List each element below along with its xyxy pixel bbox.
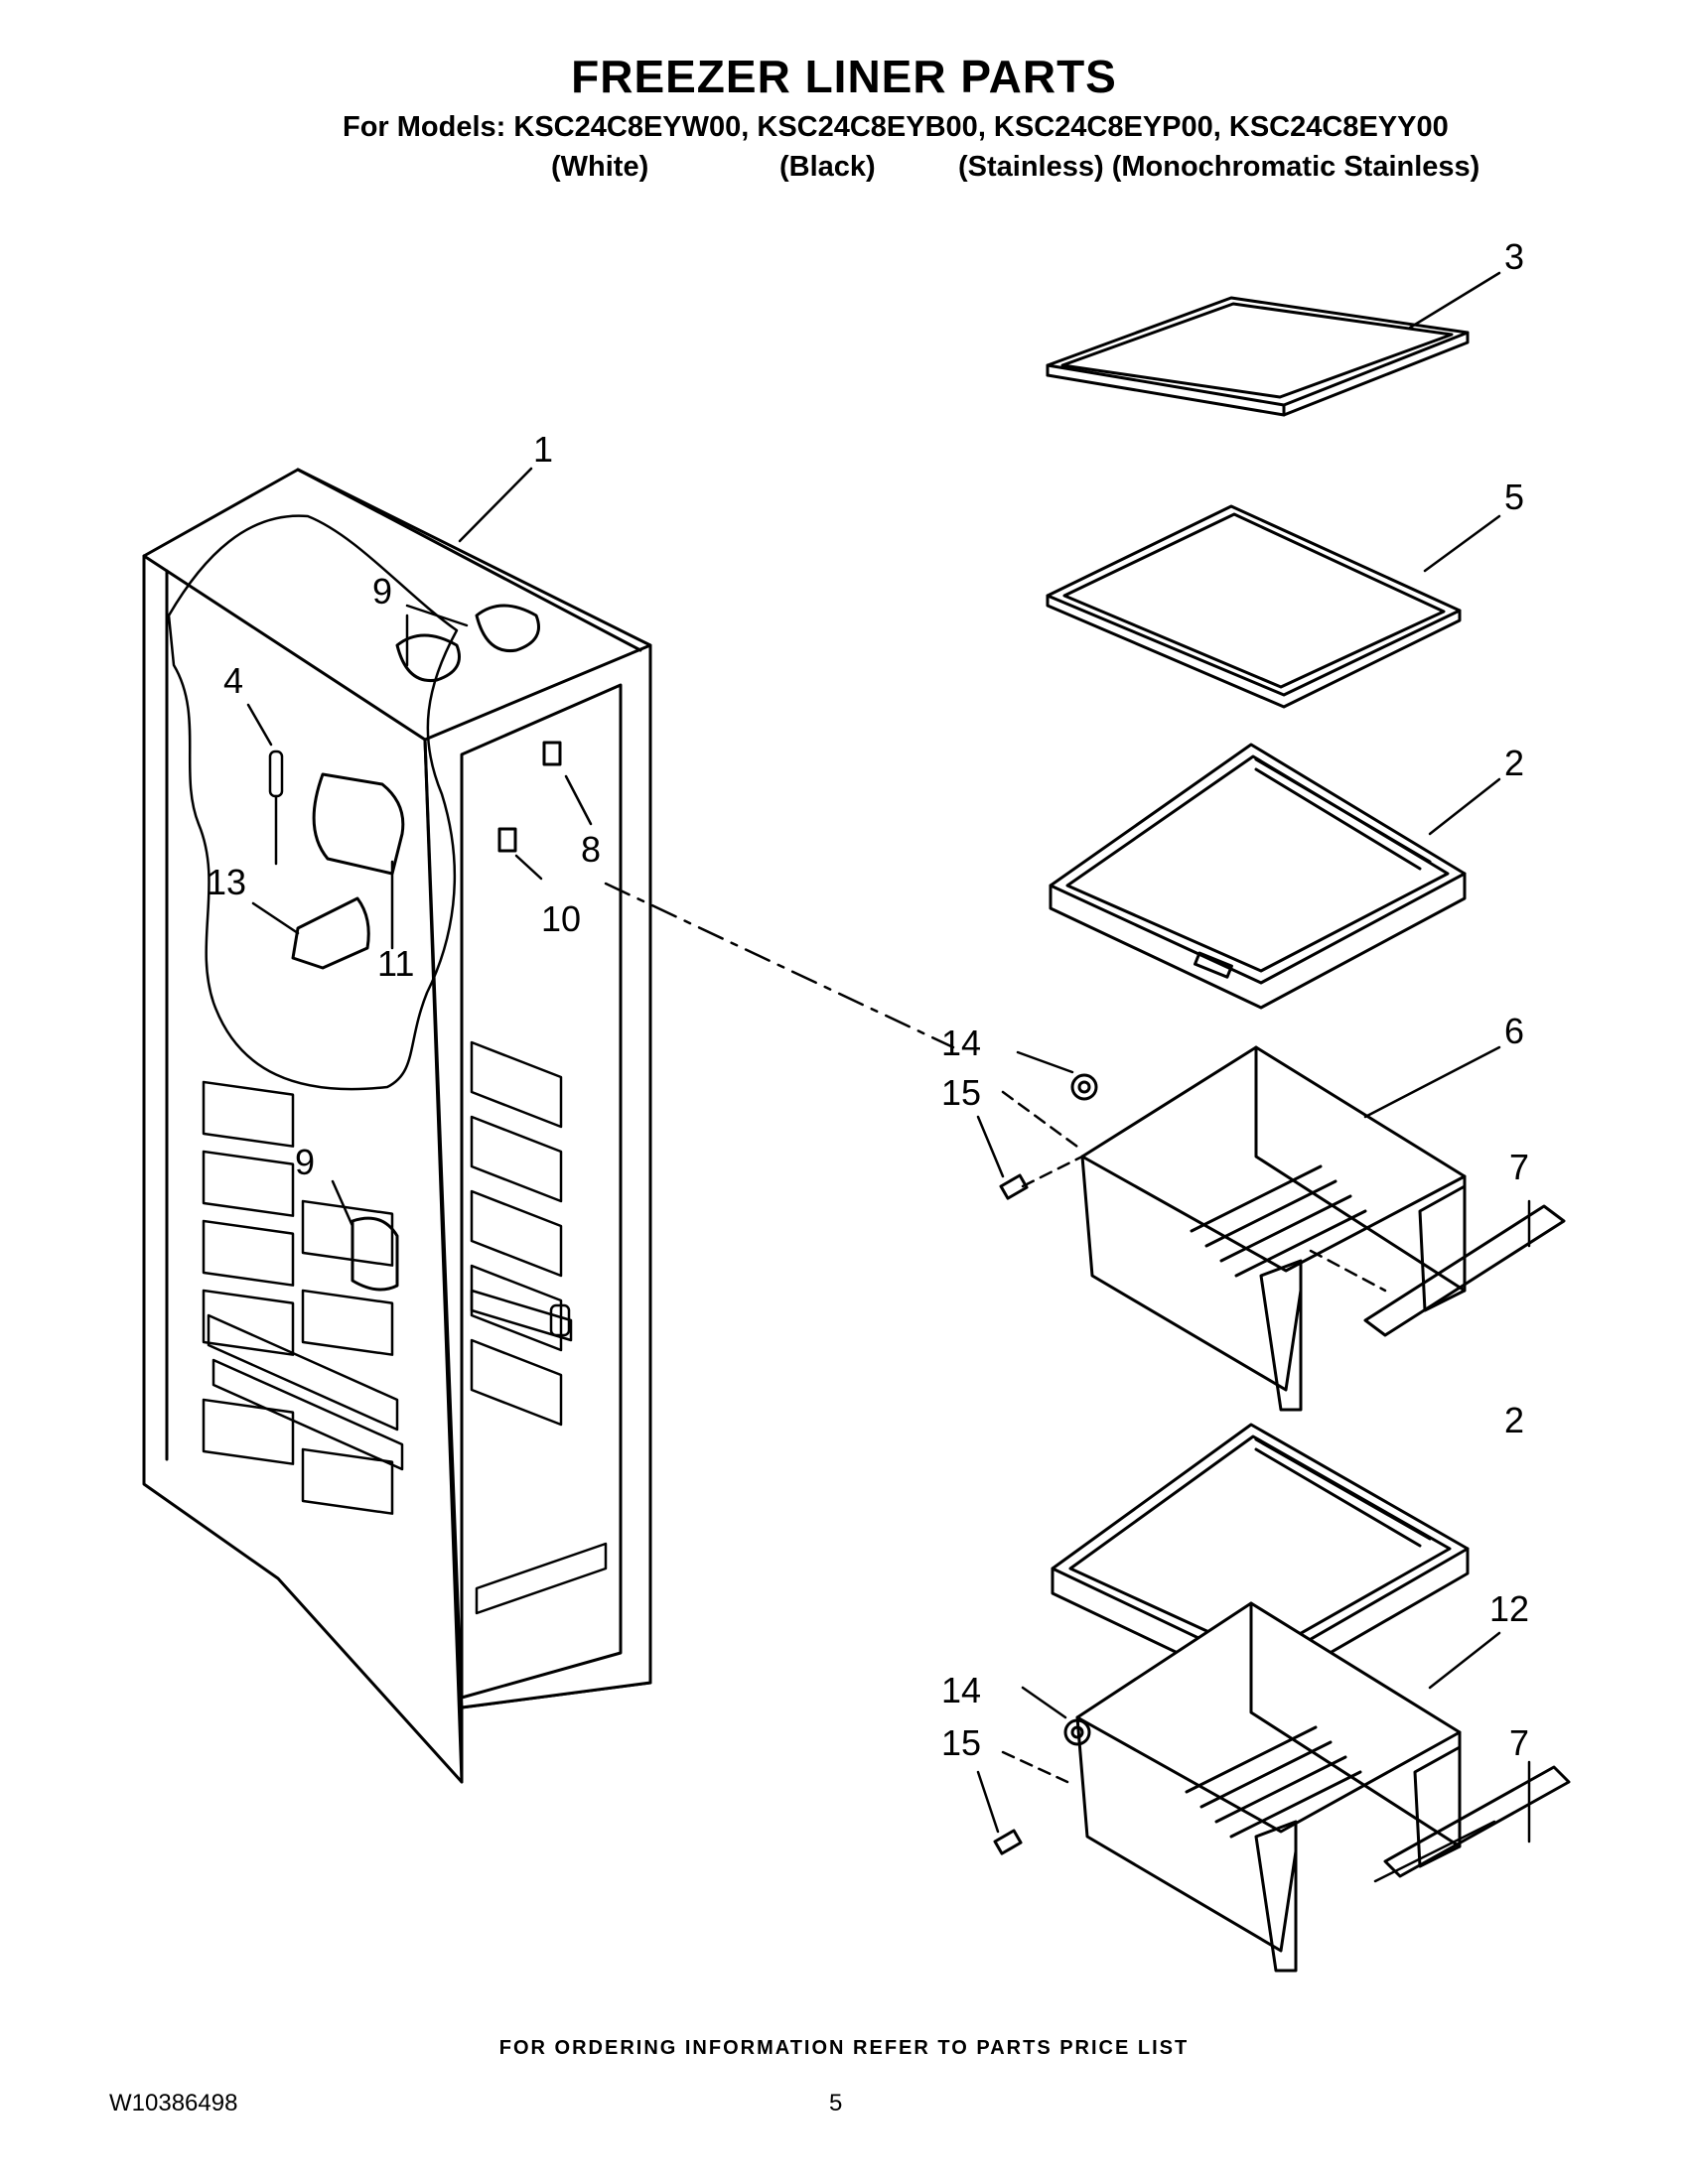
shelf-5	[1046, 504, 1462, 709]
freezer-liner	[142, 468, 652, 1784]
rail-7-upper	[1363, 1204, 1566, 1337]
page-title: FREEZER LINER PARTS	[571, 51, 1117, 102]
callout-13: 13	[207, 862, 247, 902]
callout-5: 5	[1504, 477, 1525, 517]
thermistor-9-b	[475, 604, 540, 653]
thermistor-9-c	[351, 1216, 399, 1292]
variant-stainless: (Stainless) (Monochromatic Stainless)	[958, 151, 1480, 183]
glide-14-upper	[1070, 1073, 1098, 1101]
glide-14-lower	[1063, 1718, 1091, 1746]
callout-14-lower: 14	[941, 1670, 982, 1710]
page-number: 5	[829, 2090, 843, 2116]
callout-7-lower: 7	[1509, 1722, 1530, 1763]
shelf-2-upper	[1049, 743, 1467, 1010]
callout-11: 11	[377, 943, 415, 984]
callout-14: 14	[941, 1023, 982, 1063]
part-11-housing	[312, 772, 405, 876]
drawer-12	[1075, 1601, 1462, 1973]
leader-lines	[246, 271, 1531, 1883]
callout-12: 12	[1489, 1588, 1530, 1629]
callout-15: 15	[941, 1072, 982, 1113]
variant-white: (White)	[551, 151, 649, 183]
callout-15-lower: 15	[941, 1722, 982, 1763]
callout-2: 2	[1504, 743, 1525, 783]
callout-9-lower: 9	[295, 1142, 316, 1182]
liner-panels-left	[202, 1080, 404, 1515]
clip-8	[542, 741, 562, 766]
callout-9: 9	[372, 571, 393, 612]
callout-7: 7	[1509, 1147, 1530, 1187]
drawer-6	[1080, 1045, 1467, 1412]
models-line: For Models: KSC24C8EYW00, KSC24C8EYB00, …	[343, 111, 1449, 143]
thermistor-9-a	[395, 633, 461, 683]
clip-10	[497, 827, 517, 853]
callout-1: 1	[533, 429, 554, 470]
callout-4: 4	[223, 660, 244, 701]
variant-black: (Black)	[779, 151, 876, 183]
part-13-bracket	[291, 896, 370, 970]
callout-3: 3	[1504, 236, 1525, 277]
document-id: W10386498	[109, 2090, 238, 2116]
screw-15-upper	[999, 1173, 1029, 1200]
screw-15-lower	[993, 1829, 1023, 1855]
callout-6: 6	[1504, 1011, 1525, 1051]
callout-8: 8	[581, 829, 602, 870]
ordering-note: FOR ORDERING INFORMATION REFER TO PARTS …	[498, 2037, 1190, 2059]
shelf-3	[1046, 296, 1470, 417]
callout-2-lower: 2	[1504, 1400, 1525, 1440]
liner-panels-right	[470, 1040, 608, 1615]
callout-10: 10	[541, 898, 582, 939]
rail-7-lower	[1383, 1765, 1571, 1878]
part-4-sensor	[268, 750, 284, 866]
